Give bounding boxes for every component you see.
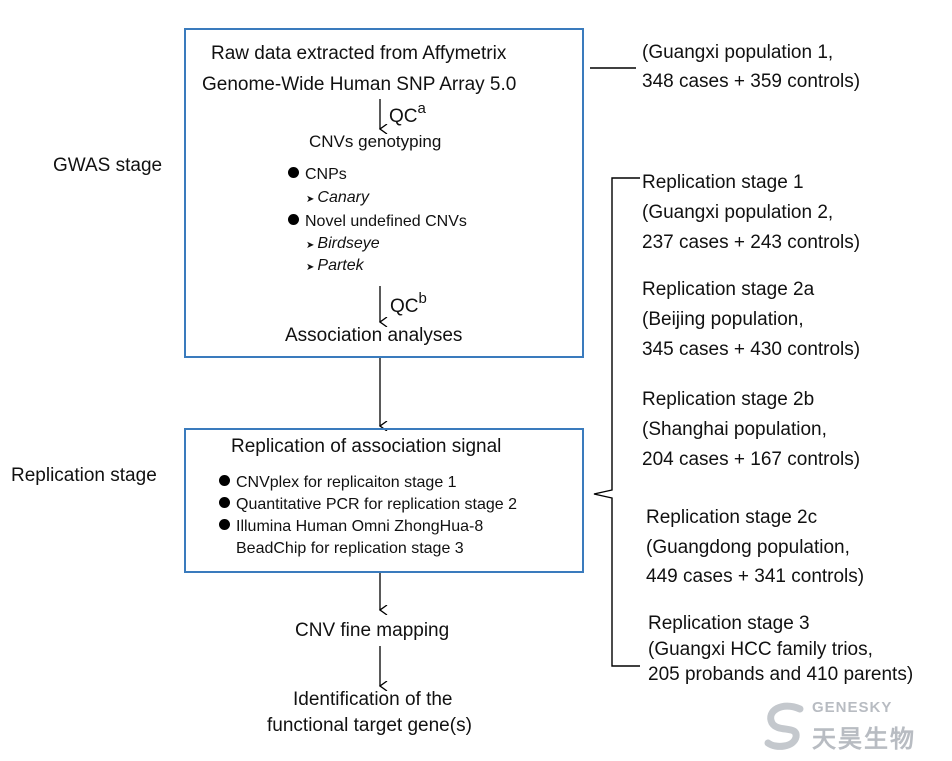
bullet-icon [219, 475, 230, 486]
gwas-box [184, 28, 584, 358]
population1-line2: 348 cases + 359 controls) [642, 71, 861, 92]
identification-line2: functional target gene(s) [267, 715, 472, 736]
cnps-label: CNPs [305, 166, 347, 183]
bullet-icon [288, 167, 299, 178]
stage1-population: (Guangxi population 2, [642, 202, 834, 223]
novel-cnvs-item: Novel undefined CNVs [288, 213, 467, 231]
stage2c-title: Replication stage 2c [646, 507, 818, 528]
stage2c-counts: 449 cases + 341 controls) [646, 566, 865, 587]
canary-item: ➤Canary [306, 189, 369, 207]
stage1-counts: 237 cases + 243 controls) [642, 232, 861, 253]
arrowhead-bullet-icon: ➤ [306, 194, 315, 205]
replication-item-3-label: Illumina Human Omni ZhongHua-8 [236, 518, 484, 535]
qc-b-text: QC [390, 296, 419, 317]
birdseye-label: Birdseye [317, 235, 380, 252]
partek-item: ➤Partek [306, 257, 364, 275]
identification-line1: Identification of the [293, 689, 453, 710]
population1-line1: (Guangxi population 1, [642, 42, 834, 63]
cnv-genotyping: CNVs genotyping [309, 132, 442, 151]
replication-box-title: Replication of association signal [231, 436, 502, 457]
arrowhead-bullet-icon: ➤ [306, 240, 315, 251]
association-analyses: Association analyses [285, 325, 463, 346]
replication-item-3-continued: BeadChip for replication stage 3 [236, 540, 464, 557]
stage2a-population: (Beijing population, [642, 309, 804, 330]
qc-a-label: QCa [389, 100, 426, 128]
replication-item-1-label: CNVplex for replicaiton stage 1 [236, 474, 457, 491]
cnv-fine-mapping: CNV fine mapping [295, 620, 450, 641]
replication-item-3: Illumina Human Omni ZhongHua-8 [219, 518, 483, 536]
stage3-population: (Guangxi HCC family trios, [648, 639, 873, 660]
replication-stage-label: Replication stage [11, 465, 157, 486]
replication-item-2: Quantitative PCR for replication stage 2 [219, 496, 517, 514]
gwas-stage-label: GWAS stage [53, 155, 163, 176]
qc-a-superscript: a [417, 100, 426, 117]
replication-item-2-label: Quantitative PCR for replication stage 2 [236, 496, 518, 513]
arrowhead-bullet-icon: ➤ [306, 262, 315, 273]
replication-item-1: CNVplex for replicaiton stage 1 [219, 474, 457, 492]
stage2b-counts: 204 cases + 167 controls) [642, 449, 861, 470]
genesky-logo-chinese: 天昊生物 [812, 726, 916, 753]
novel-cnvs-label: Novel undefined CNVs [305, 213, 467, 230]
birdseye-item: ➤Birdseye [306, 235, 380, 253]
stage2b-population: (Shanghai population, [642, 419, 827, 440]
canary-label: Canary [317, 189, 369, 206]
stage2a-title: Replication stage 2a [642, 279, 815, 300]
genesky-logo-text: GENESKY [812, 699, 893, 716]
stage3-counts: 205 probands and 410 parents) [648, 664, 914, 685]
bullet-icon [219, 519, 230, 530]
stage1-title: Replication stage 1 [642, 172, 804, 193]
stage3-title: Replication stage 3 [648, 613, 810, 634]
qc-b-superscript: b [418, 290, 427, 307]
qc-b-label: QCb [390, 290, 427, 318]
gwas-line2: Genome-Wide Human SNP Array 5.0 [202, 74, 517, 95]
partek-label: Partek [317, 257, 364, 274]
genesky-logo: GENESKY 天昊生物 [762, 699, 932, 753]
replication-brace [593, 177, 640, 667]
bullet-icon [288, 214, 299, 225]
stage2b-title: Replication stage 2b [642, 389, 815, 410]
gwas-line1: Raw data extracted from Affymetrix [211, 43, 507, 64]
stage2a-counts: 345 cases + 430 controls) [642, 339, 861, 360]
bullet-icon [219, 497, 230, 508]
replication-box [184, 428, 584, 573]
stage2c-population: (Guangdong population, [646, 537, 850, 558]
genesky-swirl-icon [764, 702, 804, 750]
cnps-item: CNPs [288, 166, 347, 184]
qc-a-text: QC [389, 106, 418, 127]
